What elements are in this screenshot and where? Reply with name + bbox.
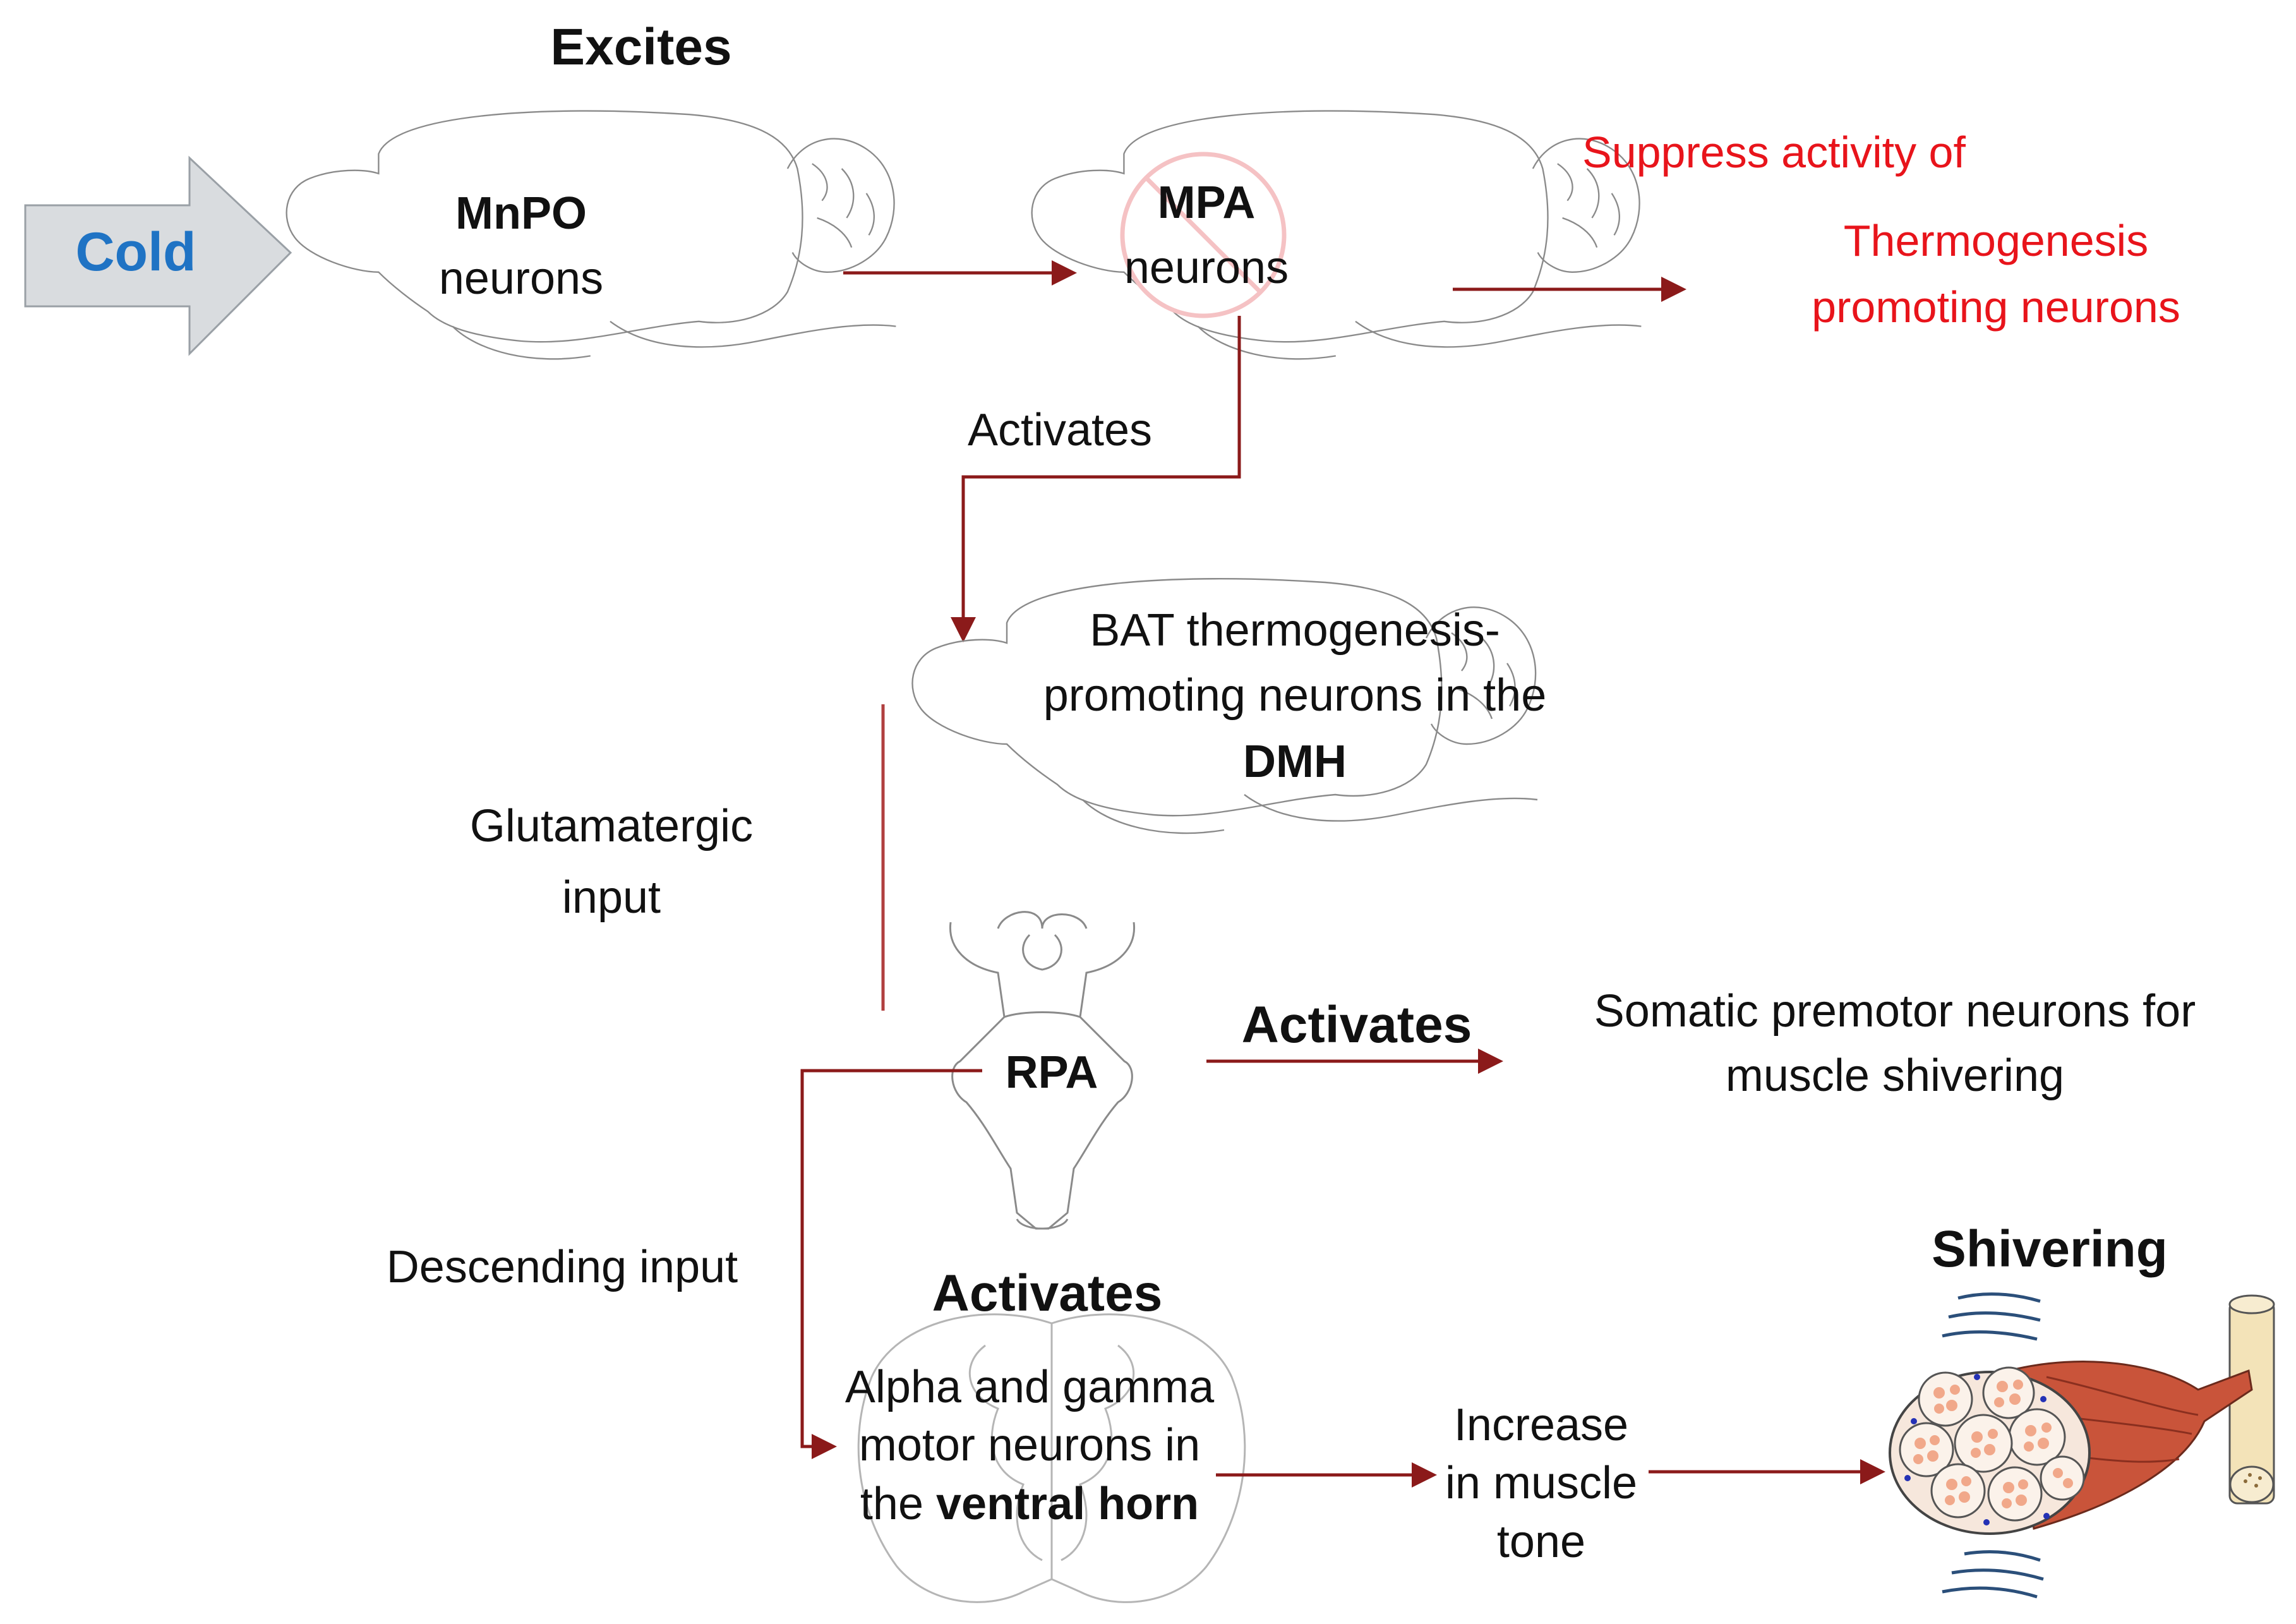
suppress-label: Suppress activity of xyxy=(1582,128,1966,177)
vibration-lines-icon xyxy=(1942,1292,2044,1599)
spinal-cord-icon xyxy=(857,1313,1246,1603)
somatic-line2: muscle shivering xyxy=(1726,1050,2064,1101)
brainstem-icon xyxy=(949,911,1136,1230)
thermogenesis-label: Thermogenesis xyxy=(1844,216,2148,265)
alpha-line2: motor neurons in xyxy=(859,1420,1200,1471)
muscle-bundle-icon xyxy=(1889,1361,2253,1535)
thermogenesis-promoting-label: promoting neurons xyxy=(1812,282,2180,332)
increase-line1: Increase xyxy=(1454,1400,1628,1450)
alpha-line3-prefix: the xyxy=(860,1479,936,1529)
excites-label: Excites xyxy=(550,18,731,76)
arrow-descending xyxy=(800,1069,982,1459)
increase-line3: tone xyxy=(1497,1517,1585,1567)
mnpo-neurons-label: neurons xyxy=(439,253,603,304)
somatic-line1: Somatic premotor neurons for xyxy=(1594,986,2196,1037)
activates-label-3: Activates xyxy=(932,1265,1163,1322)
ventral-horn-label: ventral horn xyxy=(936,1479,1199,1529)
cold-label: Cold xyxy=(75,222,196,282)
shivering-label: Shivering xyxy=(1932,1220,2168,1278)
alpha-line3: the ventral horn xyxy=(860,1479,1199,1529)
descending-label: Descending input xyxy=(387,1242,738,1292)
arrow-mpa-to-dmh xyxy=(951,316,1241,642)
glutamatergic-input-label: input xyxy=(562,872,661,923)
increase-line2: in muscle xyxy=(1445,1458,1637,1508)
activates-label-2: Activates xyxy=(1242,996,1472,1054)
dmh-line1: BAT thermogenesis- xyxy=(1090,605,1500,656)
mpa-label: MPA xyxy=(1158,177,1256,228)
no-symbol-icon xyxy=(1120,152,1287,318)
dmh-label: DMH xyxy=(1243,737,1347,787)
brain-icon-mnpo xyxy=(285,110,897,360)
mnpo-label: MnPO xyxy=(455,188,587,239)
dmh-line2: promoting neurons in the xyxy=(1043,670,1547,721)
mpa-neurons-label: neurons xyxy=(1124,243,1289,293)
alpha-line1: Alpha and gamma xyxy=(845,1362,1215,1412)
activates-label-1: Activates xyxy=(968,405,1152,455)
cold-arrow: Cold xyxy=(24,155,292,356)
glutamatergic-label: Glutamatergic xyxy=(470,801,753,851)
rpa-label: RPA xyxy=(1006,1047,1098,1098)
